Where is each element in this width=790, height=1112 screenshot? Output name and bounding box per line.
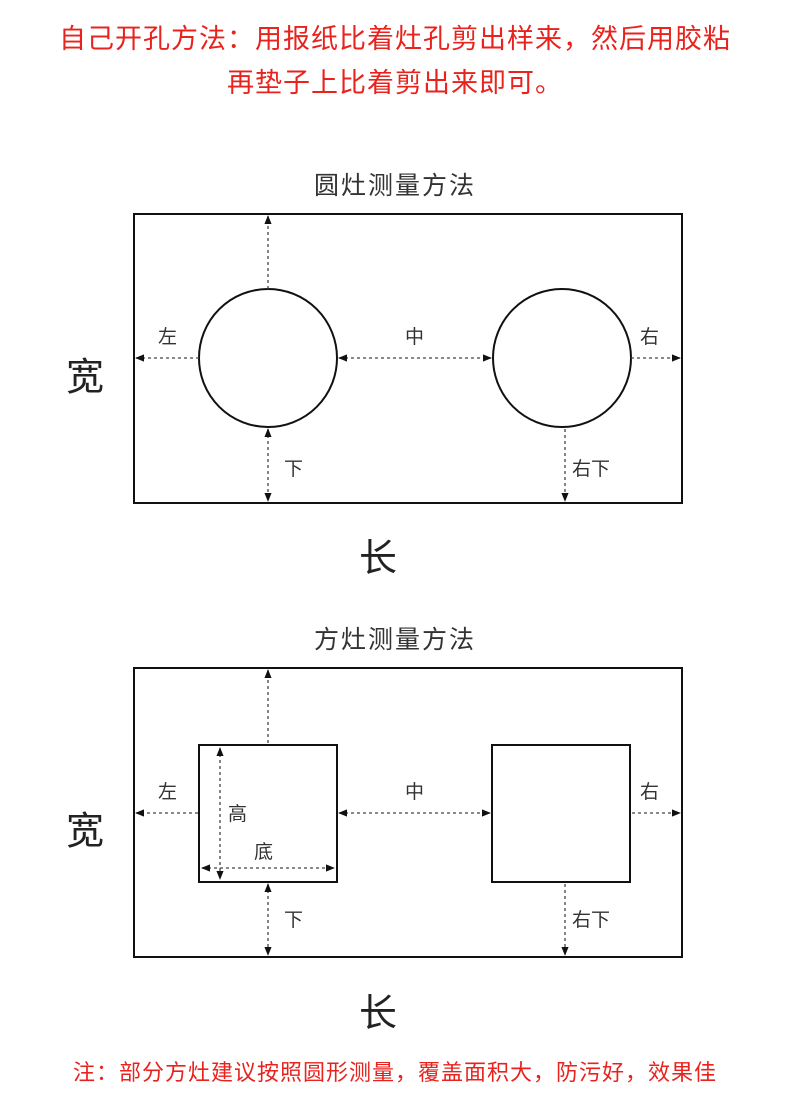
round-label-bottom: 下 (284, 458, 303, 480)
round-label-middle: 中 (405, 326, 424, 348)
round-stove-diagram: 左 中 右 下 右下 (133, 213, 683, 504)
square-label-height: 高 (228, 803, 247, 825)
square-label-middle: 中 (405, 781, 424, 803)
square-outer-frame (133, 667, 683, 958)
square-right-burner (491, 744, 631, 883)
round-label-bottom-right: 右下 (572, 458, 610, 480)
round-right-burner (492, 288, 632, 428)
square-length-label: 长 (359, 991, 398, 1035)
square-label-base: 底 (254, 841, 273, 863)
square-section-title: 方灶测量方法 (313, 625, 476, 654)
footer-note: 注：部分方灶建议按照圆形测量，覆盖面积大，防污好，效果佳 (72, 1061, 717, 1086)
round-outer-frame (133, 213, 683, 504)
round-left-burner (198, 288, 338, 428)
intro-line-1: 自己开孔方法：用报纸比着灶孔剪出样来，然后用胶粘 (59, 24, 731, 55)
square-label-left: 左 (158, 781, 177, 803)
round-length-label: 长 (359, 536, 398, 580)
round-width-label: 宽 (66, 355, 105, 399)
round-label-right: 右 (640, 326, 659, 348)
square-label-bottom-right: 右下 (572, 909, 610, 931)
intro-text: 自己开孔方法：用报纸比着灶孔剪出样来，然后用胶粘 再垫子上比着剪出来即可。 (0, 18, 790, 106)
round-section-title: 圆灶测量方法 (313, 171, 476, 200)
square-left-burner (198, 744, 338, 883)
square-stove-diagram: 左 中 右 高 底 下 右下 (133, 667, 683, 958)
square-label-bottom: 下 (284, 909, 303, 931)
round-label-left: 左 (158, 326, 177, 348)
square-width-label: 宽 (66, 809, 105, 853)
intro-line-2: 再垫子上比着剪出来即可。 (227, 68, 563, 99)
square-label-right: 右 (640, 781, 659, 803)
